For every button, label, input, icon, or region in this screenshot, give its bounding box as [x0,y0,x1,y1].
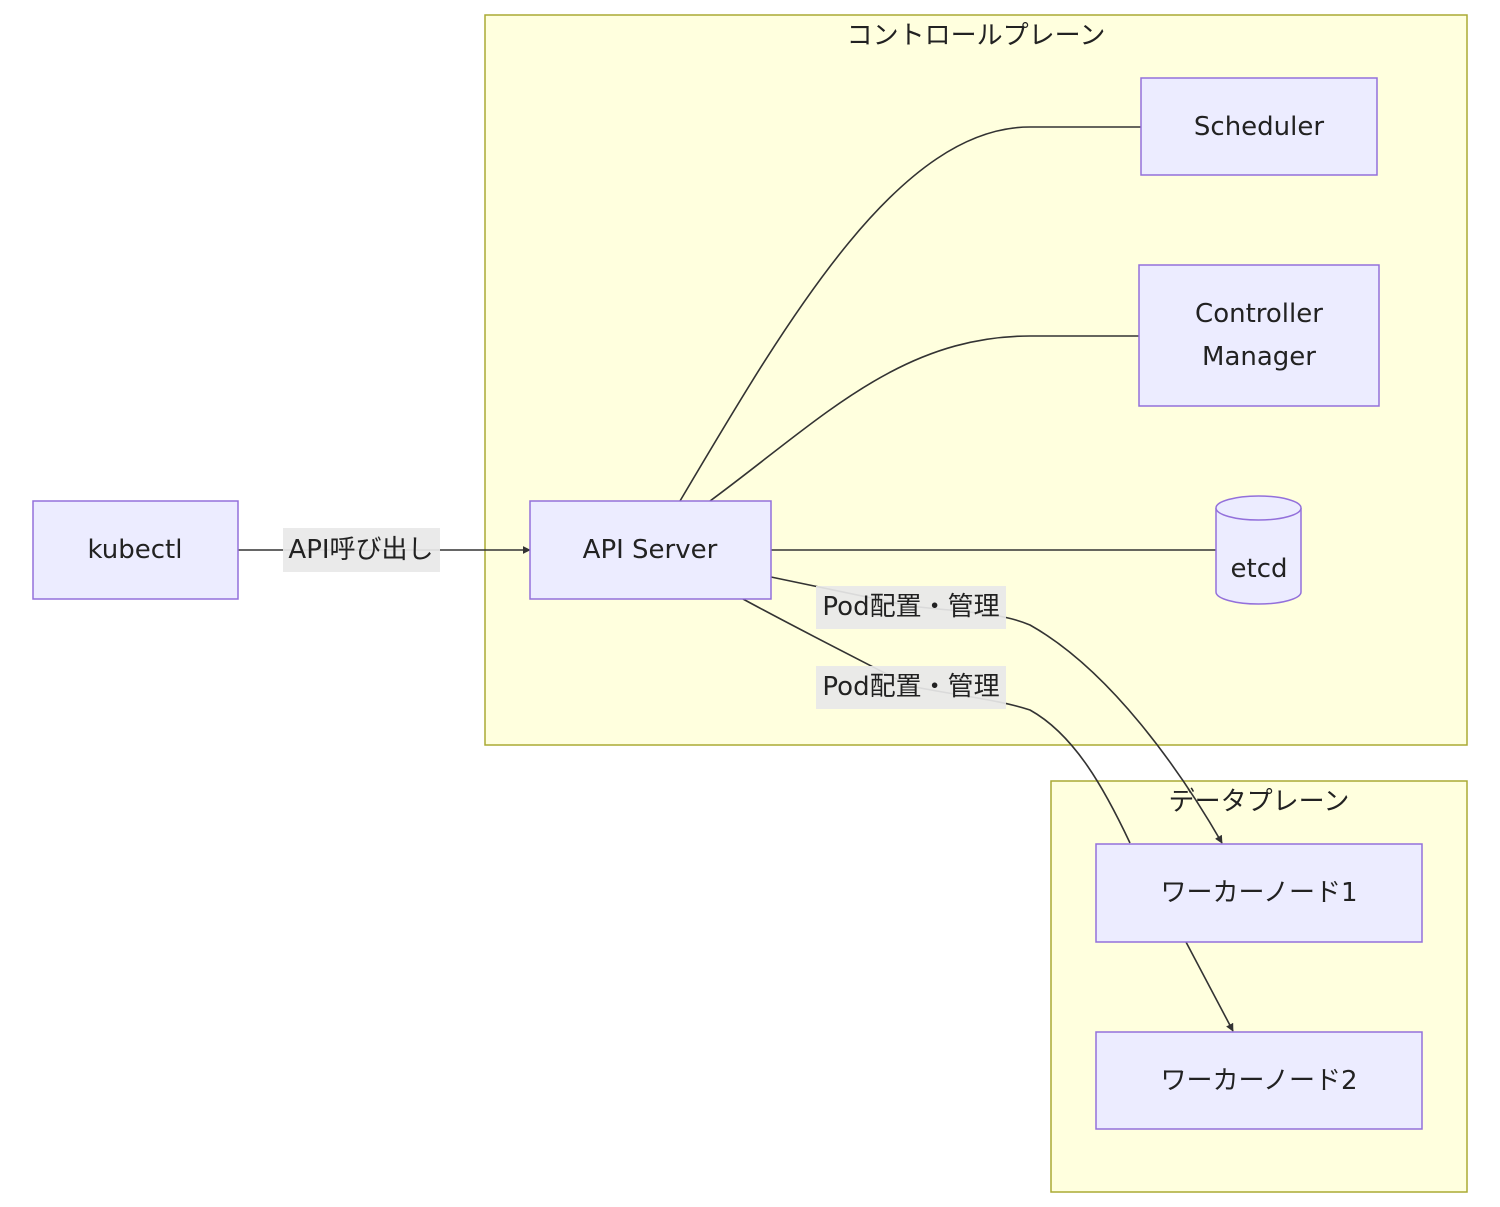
node-box [32,500,239,600]
edge-label-bg [816,666,1006,709]
cylinder-top [1215,495,1302,521]
node-box [529,500,772,600]
data-plane-title: データプレーン [1169,787,1350,817]
node-worker-1[interactable]: ワーカーノード1 [1095,843,1423,943]
node-label-line-2: Manager [1202,342,1316,372]
node-box [1095,843,1423,943]
node-label: ワーカーノード2 [1161,1066,1358,1096]
edge-worker1-to-worker2 [1185,941,1234,1032]
data-plane-box [1050,780,1468,1193]
edge-label-api-call: API呼び出し [283,528,440,572]
edge-label-text: API呼び出し [288,535,433,565]
node-box [1140,77,1378,176]
edge-label-pod-management-2: Pod配置・管理 [816,666,1006,709]
node-label: ワーカーノード1 [1161,878,1358,908]
edge-api-server-to-controller-manager [709,335,1139,502]
node-etcd[interactable]: etcd [1215,495,1302,605]
node-label: Scheduler [1194,112,1324,142]
node-kubectl[interactable]: kubectl [32,500,239,600]
node-label: kubectl [88,535,183,565]
node-scheduler[interactable]: Scheduler [1140,77,1378,176]
node-label: API Server [583,535,718,565]
cylinder-body [1215,508,1302,605]
edge-label-bg [283,528,440,572]
edge-label-text: Pod配置・管理 [822,592,999,622]
control-plane-title: コントロールプレーン [847,21,1106,51]
edge-label-bg [816,586,1006,629]
edge-api-server-to-scheduler [679,126,1141,502]
edge-label-text: Pod配置・管理 [822,672,999,702]
node-label: etcd [1231,554,1288,584]
node-label-line-1: Controller [1195,299,1323,329]
node-worker-2[interactable]: ワーカーノード2 [1095,1031,1423,1130]
node-box [1095,1031,1423,1130]
cluster-data-plane: データプレーン [1050,780,1468,1193]
node-api-server[interactable]: API Server [529,500,772,600]
edge-label-pod-management-1: Pod配置・管理 [816,586,1006,629]
node-box [1138,264,1380,407]
node-controller-manager[interactable]: Controller Manager [1138,264,1380,407]
